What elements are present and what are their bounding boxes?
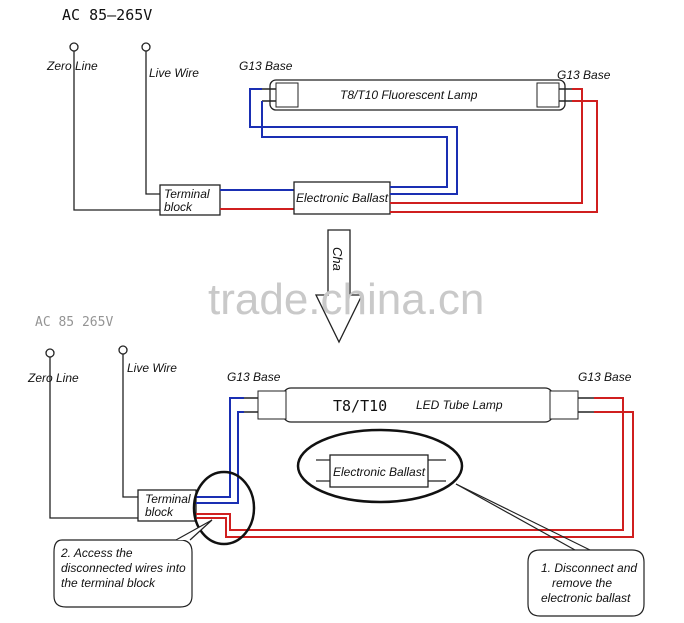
bottom-blue-wire-2 [196,411,244,504]
bottom-lamp-left-cap [257,390,287,420]
bottom-lamp-model-label: T8/T10 [333,397,387,415]
bottom-terminal-label-1: Terminal [145,492,191,506]
bottom-zero-terminal [45,348,55,358]
change-arrow-text: Cha [330,247,345,271]
bottom-lamp-type-label: LED Tube Lamp [416,398,503,412]
note-left-bubble [53,539,193,608]
top-blue-lamp-wire-2 [249,88,458,195]
ballast-highlight-ellipse [296,428,464,504]
bottom-lamp-right-cap [549,390,579,420]
top-g13-right-label: G13 Base [557,68,611,82]
note-right-pointer-1 [455,483,591,551]
bottom-g13-right-label: G13 Base [578,370,632,384]
top-ballast-label: Electronic Ballast [296,191,389,205]
top-g13-left-label: G13 Base [239,59,293,73]
top-lamp [269,79,566,111]
bottom-live-terminal [118,345,128,355]
top-ballast [293,181,391,215]
top-live-wire [145,51,160,195]
watermark-text: trade.china.cn [208,275,484,324]
note-right-pointer-2 [455,483,576,551]
bottom-ballast-label: Electronic Ballast [333,465,426,479]
top-red-lamp-wire-1 [390,88,583,204]
top-zero-terminal [69,42,79,52]
bottom-zero-wire [49,357,138,519]
top-live-terminal [141,42,151,52]
terminal-highlight-circle [192,470,256,546]
note-left-line-1: 2. Access the [60,546,133,560]
bottom-ballast [329,454,429,488]
top-lamp-label: T8/T10 Fluorescent Lamp [340,88,478,102]
top-terminal-block [159,184,221,216]
note-left-pointer [175,519,213,541]
top-lamp-left-cap [275,82,299,108]
bottom-zero-line-label: Zero Line [27,371,79,385]
top-blue-lamp-wire-1 [261,101,448,188]
bottom-terminal-label-2: block [145,505,174,519]
bottom-red-wire-2 [196,411,634,538]
top-lamp-right-cap [536,82,560,108]
bottom-red-wire-1 [196,397,624,531]
top-red-lamp-wire-2 [390,100,598,213]
bottom-voltage-label: AC 85 265V [35,315,113,330]
bottom-blue-wire-1 [196,397,244,498]
top-terminal-label-1: Terminal [164,187,210,201]
bottom-live-wire [122,354,138,498]
top-zero-line-label: Zero Line [46,59,98,73]
top-zero-wire [73,51,160,211]
note-right-bubble [527,549,645,617]
note-left-line-2: disconnected wires into [61,561,186,575]
note-right-line-3: electronic ballast [541,591,631,605]
change-arrow [314,229,364,344]
bottom-terminal-block [137,489,197,522]
bottom-g13-left-label: G13 Base [227,370,281,384]
note-left-line-3: the terminal block [61,576,156,590]
note-right-line-2: remove the [552,576,612,590]
top-terminal-label-2: block [164,200,193,214]
bottom-live-wire-label: Live Wire [127,361,177,375]
top-voltage-label: AC 85–265V [62,6,152,24]
note-right-line-1: 1. Disconnect and [541,561,637,575]
top-live-wire-label: Live Wire [149,66,199,80]
